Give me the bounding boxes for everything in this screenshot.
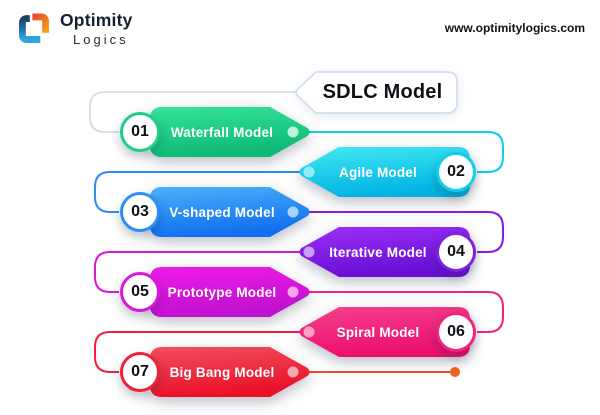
connector-01-to-next: [293, 131, 504, 173]
diagram-title: SDLC Model: [322, 81, 443, 103]
step-badge-01: 01: [120, 112, 160, 152]
step-badge-03: 03: [120, 192, 160, 232]
banner-tip-dot-03: [287, 206, 299, 218]
end-dot: [450, 367, 460, 377]
connector-05-to-next: [293, 291, 504, 333]
banner-tip-dot-04: [303, 246, 315, 258]
title-tag-shape: [295, 71, 458, 114]
step-badge-02: 02: [436, 152, 476, 192]
banner-shape-waterfall-model: [150, 107, 310, 157]
brand-logo: Optimity Logics: [14, 8, 133, 48]
connector-04-to-next: [94, 251, 309, 293]
connector-03-to-next: [293, 211, 504, 253]
banner-shape-prototype-model: [150, 267, 310, 317]
brand-subname: Logics: [73, 31, 129, 47]
connector-06-to-next: [94, 331, 309, 373]
banner-shape-iterative-model: [299, 227, 470, 277]
banner-tip-dot-01: [287, 126, 299, 138]
brand-name: Optimity: [60, 10, 133, 30]
website-url: www.optimitylogics.com: [444, 21, 585, 35]
banner-tip-dot-06: [303, 326, 315, 338]
optimity-logo-icon: [19, 13, 49, 43]
banner-shape-v-shaped-model: [150, 187, 310, 237]
banner-tip-dot-02: [303, 166, 315, 178]
step-badge-07: 07: [120, 352, 160, 392]
step-badge-05: 05: [120, 272, 160, 312]
brand-name-block: Optimity Logics: [60, 8, 133, 47]
banner-tip-dot-05: [287, 286, 299, 298]
banner-tip-dot-07: [287, 366, 299, 378]
connector-02-to-next: [94, 171, 309, 213]
step-badge-04: 04: [436, 232, 476, 272]
banner-shape-big-bang-model: [150, 347, 310, 397]
banner-shape-spiral-model: [299, 307, 470, 357]
step-badge-06: 06: [436, 312, 476, 352]
banner-shape-agile-model: [299, 147, 470, 197]
connector-title-to-01: [89, 91, 305, 133]
